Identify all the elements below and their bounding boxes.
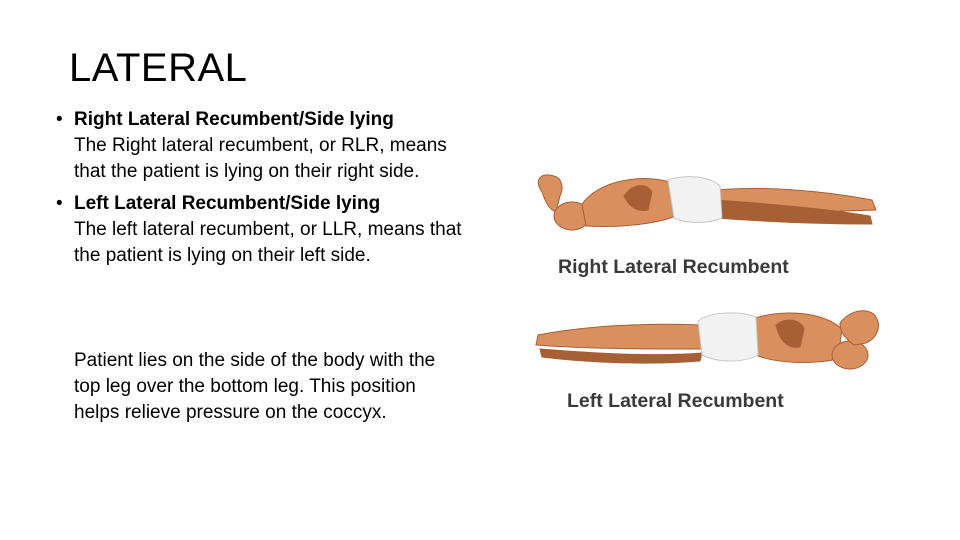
bullet-right-lateral: • Right Lateral Recumbent/Side lying The…: [56, 107, 476, 185]
bullet-text: The Right lateral recumbent, or RLR, mea…: [74, 135, 447, 182]
bullet-list: • Right Lateral Recumbent/Side lying The…: [56, 107, 476, 269]
bullet-heading: Right Lateral Recumbent/Side lying: [74, 109, 394, 130]
position-note: Patient lies on the side of the body wit…: [74, 350, 436, 423]
bullet-left-lateral: • Left Lateral Recumbent/Side lying The …: [56, 191, 476, 269]
left-lateral-body-illustration: [535, 310, 879, 370]
slide-title: LATERAL: [69, 46, 248, 90]
right-lateral-body-illustration: [538, 174, 877, 231]
right-lateral-label: Right Lateral Recumbent: [558, 256, 789, 278]
bullet-marker: •: [56, 193, 63, 214]
bullet-heading: Left Lateral Recumbent/Side lying: [74, 193, 381, 214]
bullet-text: The left lateral recumbent, or LLR, mean…: [74, 219, 462, 266]
left-lateral-label: Left Lateral Recumbent: [567, 390, 784, 412]
bullet-marker: •: [56, 109, 63, 130]
lateral-positions-figure: Right Lateral Recumbent Left Lateral Rec…: [520, 160, 890, 430]
